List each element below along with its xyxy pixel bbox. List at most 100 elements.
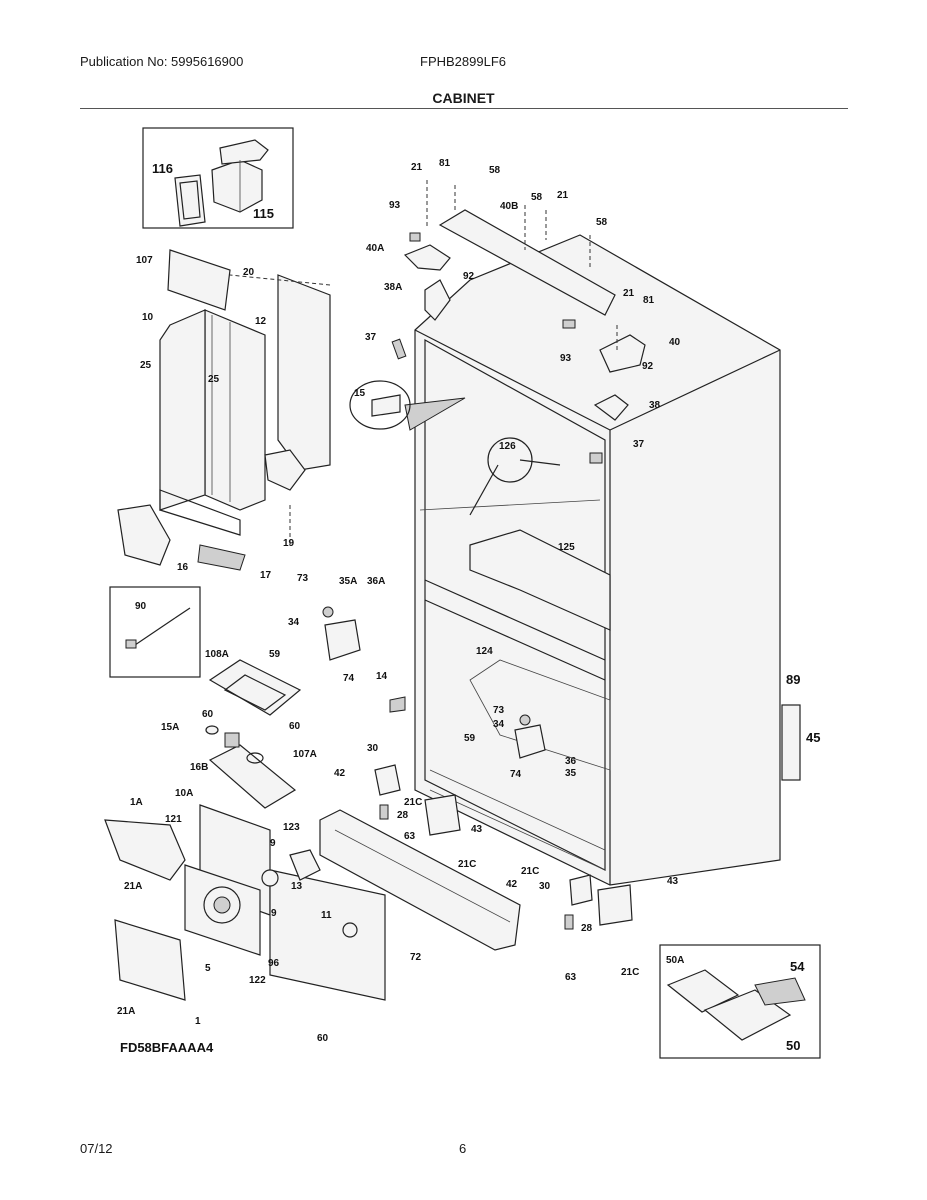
part-label-50: 50: [786, 1038, 800, 1053]
part-label-21: 21: [623, 288, 635, 299]
inset-box-bins: [659, 944, 821, 1059]
part-label-34: 34: [288, 617, 300, 628]
part-label-121: 121: [165, 814, 182, 825]
part-label-36a: 36A: [367, 576, 385, 587]
part-label-42: 42: [506, 879, 518, 890]
part-label-25: 25: [208, 374, 220, 385]
part-label-10: 10: [142, 312, 154, 323]
part-label-123: 123: [283, 822, 300, 833]
part-label-10a: 10A: [175, 788, 193, 799]
part-label-37: 37: [633, 439, 645, 450]
part-label-122: 122: [249, 975, 266, 986]
part-label-124: 124: [476, 646, 493, 657]
part-label-73: 73: [493, 705, 505, 716]
part-label-15a: 15A: [161, 722, 179, 733]
part-label-16: 16: [177, 562, 189, 573]
publication-number: Publication No: 5995616900: [80, 54, 244, 69]
lower-cover-assembly-drawing: [104, 804, 521, 1001]
part-label-74: 74: [510, 769, 522, 780]
part-label-40b: 40B: [500, 201, 518, 212]
part-label-73: 73: [297, 573, 309, 584]
part-label-28: 28: [581, 923, 593, 934]
part-label-125: 125: [558, 542, 575, 553]
light-housing-drawing: [205, 659, 302, 809]
part-label-35: 35: [565, 768, 577, 779]
part-label-126: 126: [499, 441, 516, 452]
part-label-92: 92: [642, 361, 654, 372]
part-label-63: 63: [565, 972, 577, 983]
part-label-40: 40: [669, 337, 681, 348]
part-label-45: 45: [806, 730, 820, 745]
part-label-60: 60: [202, 709, 214, 720]
part-label-34: 34: [493, 719, 505, 730]
page-number: 6: [459, 1141, 467, 1156]
section-title: CABINET: [432, 90, 495, 106]
part-label-107: 107: [136, 255, 153, 266]
ice-bin-drawing: [666, 969, 806, 1041]
inset-box-wire: [109, 586, 201, 678]
part-label-37: 37: [365, 332, 377, 343]
part-label-89: 89: [786, 672, 800, 687]
part-label-116: 116: [152, 161, 173, 176]
part-label-1: 1: [195, 1016, 201, 1027]
part-label-20: 20: [243, 267, 255, 278]
part-label-60: 60: [289, 721, 301, 732]
part-label-58: 58: [596, 217, 608, 228]
part-label-107a: 107A: [293, 749, 317, 760]
cabinet-body-drawing: [414, 234, 781, 886]
part-label-58: 58: [489, 165, 501, 176]
part-labels: 116 115 107 20 10 12 25 25 16 17 19 90 7…: [117, 158, 820, 1053]
part-label-25: 25: [140, 360, 152, 371]
part-label-9: 9: [270, 838, 276, 849]
part-label-5: 5: [205, 963, 211, 974]
part-label-35a: 35A: [339, 576, 357, 587]
part-label-43: 43: [667, 876, 679, 887]
part-label-59: 59: [464, 733, 476, 744]
part-label-63: 63: [404, 831, 416, 842]
part-label-21c: 21C: [521, 866, 539, 877]
wire-harness-drawing: [125, 607, 191, 649]
filter-housing-drawing: [174, 139, 269, 227]
part-label-54: 54: [790, 959, 805, 974]
part-label-11: 11: [321, 910, 332, 921]
part-label-14: 14: [376, 671, 388, 682]
part-label-21a: 21A: [124, 881, 142, 892]
leader-lines: [229, 274, 561, 545]
part-label-19: 19: [283, 538, 295, 549]
part-label-21: 21: [557, 190, 569, 201]
model-number: FPHB2899LF6: [420, 54, 506, 69]
center-hinge-drawing: [322, 606, 546, 759]
part-label-108a: 108A: [205, 649, 229, 660]
top-hinge-bar-drawing: [391, 180, 646, 464]
part-label-28: 28: [397, 810, 409, 821]
inset-box-filter: [142, 127, 294, 229]
part-label-30: 30: [367, 743, 379, 754]
part-label-92: 92: [463, 271, 475, 282]
part-label-74: 74: [343, 673, 355, 684]
part-label-30: 30: [539, 881, 551, 892]
part-label-60: 60: [317, 1033, 329, 1044]
part-label-90: 90: [135, 601, 147, 612]
part-label-115: 115: [253, 206, 274, 221]
part-label-17: 17: [260, 570, 272, 581]
part-label-58: 58: [531, 192, 543, 203]
part-label-9: 9: [271, 908, 277, 919]
lower-hinge-drawing: [374, 704, 801, 930]
part-label-21c: 21C: [458, 859, 476, 870]
part-label-21c: 21C: [404, 797, 422, 808]
part-label-93: 93: [389, 200, 401, 211]
diagram-reference-code: FD58BFAAAA4: [120, 1040, 214, 1055]
part-label-38a: 38A: [384, 282, 402, 293]
part-label-96: 96: [268, 958, 280, 969]
part-label-12: 12: [255, 316, 267, 327]
part-label-36: 36: [565, 756, 577, 767]
air-duct-assembly-drawing: [117, 249, 331, 571]
part-label-21: 21: [411, 162, 423, 173]
part-label-21a: 21A: [117, 1006, 135, 1017]
part-label-81: 81: [643, 295, 655, 306]
part-label-81: 81: [439, 158, 451, 169]
part-label-16b: 16B: [190, 762, 208, 773]
part-label-59: 59: [269, 649, 281, 660]
part-label-15: 15: [354, 388, 366, 399]
